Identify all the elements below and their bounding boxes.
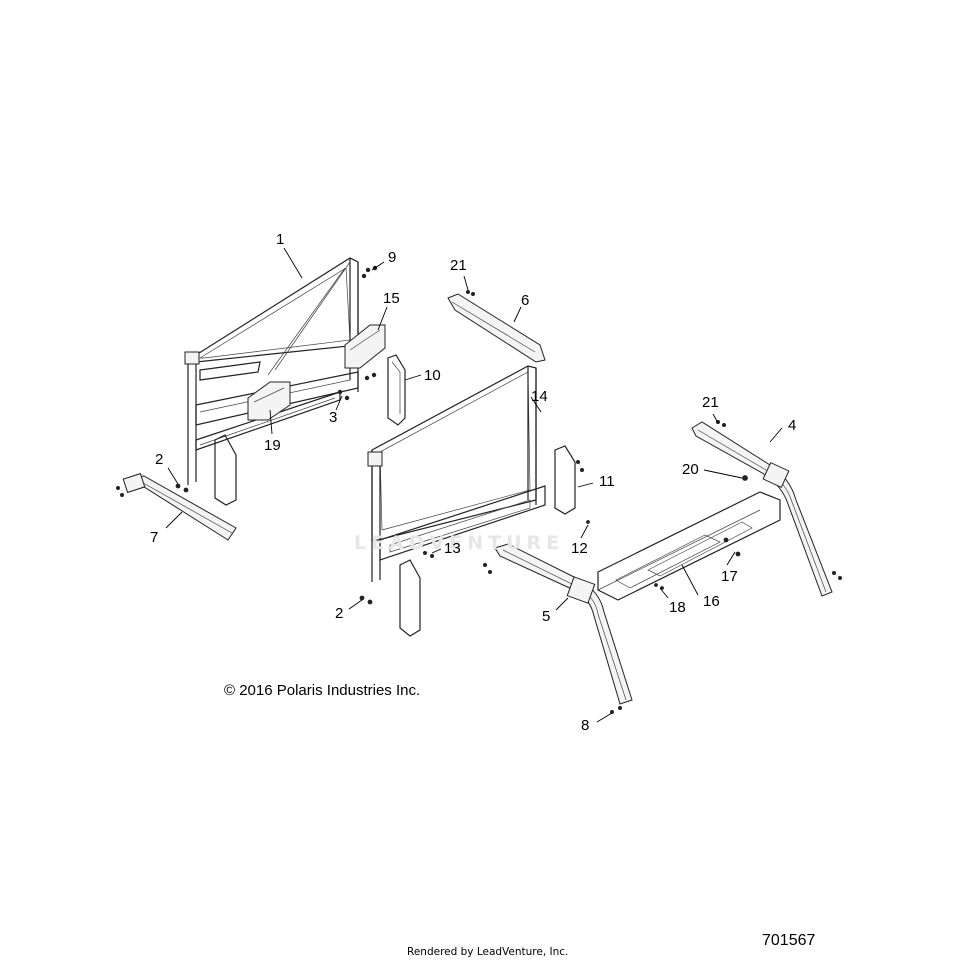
part-15-light <box>344 324 386 369</box>
part-18-fasteners <box>654 583 664 590</box>
rendered-by-credit: Rendered by LeadVenture, Inc. <box>407 946 569 958</box>
diagram-id: 701567 <box>762 932 816 949</box>
callout-3: 3 <box>329 409 338 426</box>
part-11-bracket <box>554 445 585 515</box>
watermark: LEADVENTURE <box>354 532 565 554</box>
leader-lines <box>165 247 783 723</box>
part-16-panel <box>597 491 781 601</box>
part-4-right-tube <box>691 419 843 597</box>
part-6-seal-strip <box>447 289 546 363</box>
part-3-fasteners <box>337 372 377 401</box>
callout-14: 14 <box>531 388 548 405</box>
callout-12: 12 <box>571 540 588 557</box>
callout-20: 20 <box>682 461 699 478</box>
callout-1: 1 <box>276 231 285 248</box>
callout-17: 17 <box>721 568 738 585</box>
callout-7: 7 <box>150 529 159 546</box>
callout-19: 19 <box>264 437 281 454</box>
callout-6: 6 <box>521 292 530 309</box>
callout-21: 21 <box>450 257 467 274</box>
callout-2: 2 <box>155 451 164 468</box>
part-20-nut <box>742 475 748 481</box>
callout-13: 13 <box>444 540 461 557</box>
callout-9: 9 <box>388 249 397 266</box>
callout-15: 15 <box>383 290 400 307</box>
callout-5: 5 <box>542 608 551 625</box>
part-10-bracket <box>387 354 406 426</box>
callout-21-right: 21 <box>702 394 719 411</box>
part-14-front-frame <box>367 365 546 582</box>
callout-11: 11 <box>599 473 615 490</box>
part-1-rear-panel <box>184 257 359 485</box>
callout-18: 18 <box>669 599 686 616</box>
part-12-clip <box>586 520 590 524</box>
callout-4: 4 <box>788 417 797 434</box>
part-17-fasteners <box>723 537 741 557</box>
part-2-bracket-left <box>175 434 237 506</box>
callout-10: 10 <box>424 367 441 384</box>
part-7-tube <box>116 472 237 541</box>
part-5-bent-tube <box>494 543 633 715</box>
callout-2-lower: 2 <box>335 605 344 622</box>
copyright-notice: © 2016 Polaris Industries Inc. <box>224 682 421 699</box>
part-13-fasteners <box>399 551 492 637</box>
callout-16: 16 <box>703 593 720 610</box>
part-19-light <box>247 381 291 421</box>
callout-8: 8 <box>581 717 590 734</box>
